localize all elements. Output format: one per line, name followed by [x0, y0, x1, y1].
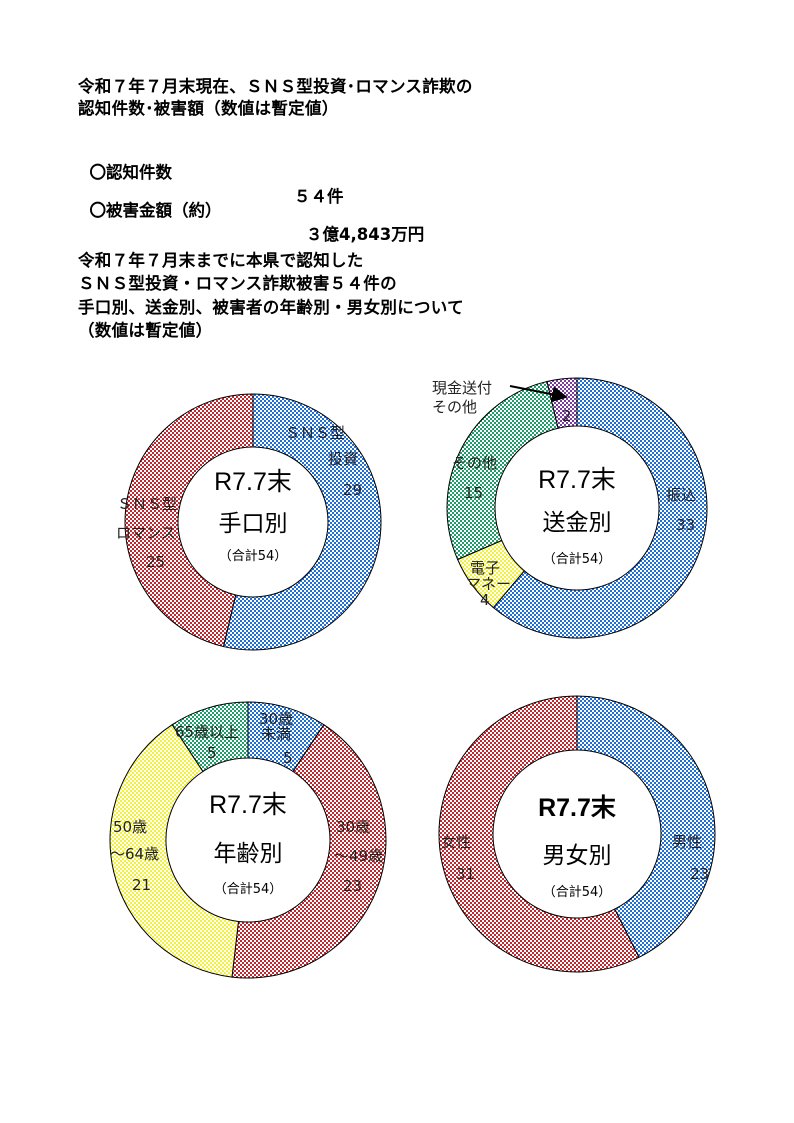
donut-slice	[576, 695, 716, 958]
center-title-gender: 男女別	[543, 843, 612, 869]
center-total: （合計54）	[543, 551, 612, 567]
donut-slices-remittance	[446, 377, 708, 639]
center-period: R7.7末	[538, 466, 616, 494]
donut-slice	[231, 724, 387, 979]
donut-slice	[446, 380, 559, 561]
label-sns-romance-value: 25	[146, 553, 165, 571]
label-under30-a: 30歳	[259, 710, 293, 728]
section-line3: 手口別、送金別、被害者の年齢別・男女別について	[78, 298, 464, 317]
center-period: R7.7末	[209, 791, 287, 819]
label-emoney-b: マネー	[466, 575, 511, 593]
label-transfer: 振込	[666, 486, 696, 504]
label-under30-b: 未満	[261, 725, 291, 743]
arrow-icon	[509, 385, 568, 403]
label-sns-romance-b: ロマンス	[116, 524, 176, 542]
donut-slices-gender	[438, 695, 716, 973]
cases-label: 〇認知件数	[89, 163, 173, 182]
label-transfer-value: 33	[676, 516, 695, 534]
section-line1: 令和７年７月末までに本県で認知した	[78, 251, 364, 270]
label-over65: 65歳以上	[175, 723, 239, 741]
label-50to64-a: 50歳	[113, 818, 147, 836]
donut-slices-method	[124, 393, 382, 651]
donut-slice	[492, 377, 708, 639]
center-total: （合計54）	[214, 881, 283, 897]
donut-slice	[171, 701, 249, 773]
cases-value: ５４件	[294, 187, 344, 206]
damage-value: ３億4,843万円	[306, 225, 425, 244]
label-female: 女性	[441, 833, 471, 851]
label-sns-investment-value: 29	[343, 481, 362, 499]
cases-row: 〇認知件数 ５４件	[78, 140, 344, 206]
label-50to64-value: 21	[132, 876, 151, 894]
label-emoney-a: 電子	[470, 559, 500, 577]
donut-slice	[124, 393, 254, 648]
center-period: R7.7末	[214, 468, 292, 496]
damage-row: 〇被害金額（約） ３億4,843万円	[78, 178, 425, 244]
label-under30-value: 5	[283, 749, 293, 767]
label-cash-b: その他	[432, 398, 477, 416]
center-title-age: 年齢別	[214, 841, 283, 867]
label-other: その他	[452, 454, 497, 472]
label-30to49-b: ～49歳	[334, 847, 383, 865]
summary-title-line1: 令和７年７月末現在、ＳＮＳ型投資･ロマンス詐欺の	[78, 77, 473, 96]
label-cash-value: 2	[562, 407, 572, 425]
label-50to64-b: ～64歳	[110, 845, 159, 863]
summary-title-line2: 認知件数･被害額（数値は暫定値）	[78, 99, 339, 118]
center-title-method: 手口別	[219, 511, 288, 537]
donut-slice	[438, 695, 640, 973]
label-sns-romance-a: ＳＮＳ型	[117, 495, 177, 513]
label-sns-investment-b: 投資	[328, 450, 358, 468]
section-line4: （数値は暫定値）	[78, 321, 213, 340]
label-female-value: 31	[456, 865, 475, 883]
center-title-remittance: 送金別	[543, 510, 612, 536]
donut-slices-age	[109, 701, 387, 979]
label-emoney-value: 4	[480, 591, 490, 609]
center-total: （合計54）	[543, 884, 612, 900]
label-male: 男性	[672, 833, 702, 851]
section-line2: ＳＮＳ型投資・ロマンス詐欺被害５４件の	[78, 274, 397, 293]
label-30to49-value: 23	[343, 877, 362, 895]
donut-slice	[109, 724, 240, 978]
center-total: （合計54）	[219, 548, 288, 564]
label-sns-investment-a: ＳＮＳ型	[285, 424, 345, 442]
center-period: R7.7末	[538, 794, 616, 822]
damage-label: 〇被害金額（約）	[89, 201, 222, 220]
label-other-value: 15	[464, 484, 483, 502]
label-male-value: 23	[690, 865, 709, 883]
label-30to49-a: 30歳	[336, 818, 370, 836]
label-over65-value: 5	[207, 744, 217, 762]
donut-slice	[222, 393, 382, 651]
label-cash-a: 現金送付	[432, 379, 492, 397]
